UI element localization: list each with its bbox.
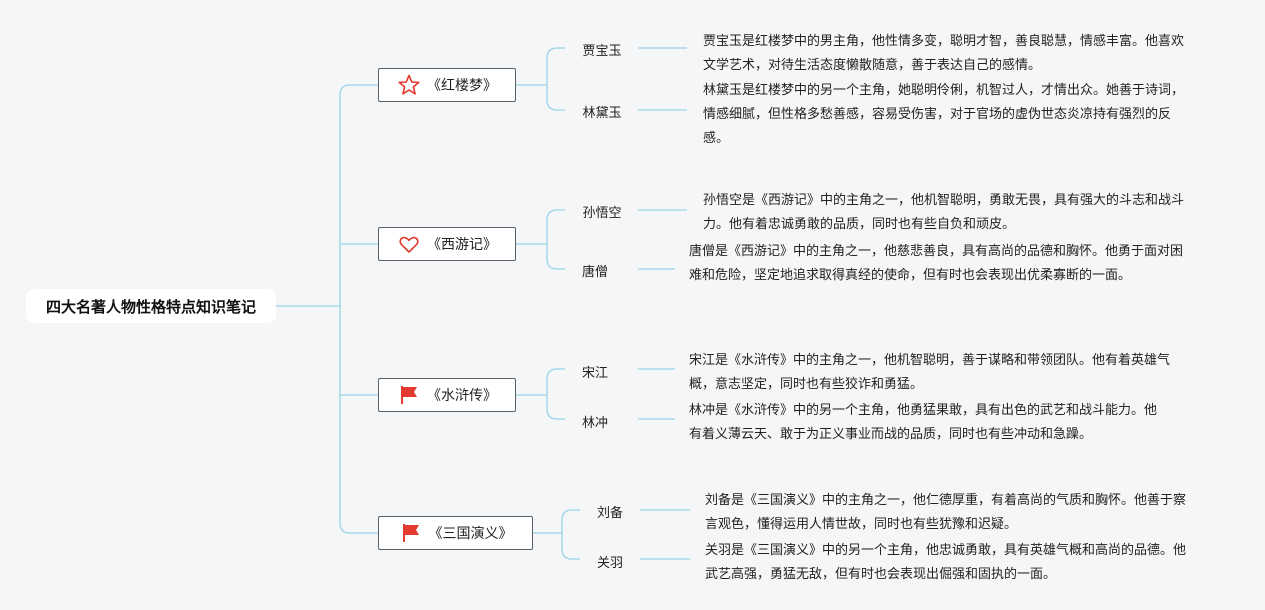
character-description: 刘备是《三国演义》中的主角之一，他仁德厚重，有着高尚的气质和胸怀。他善于察言观色… xyxy=(705,493,1187,532)
character-node[interactable]: 刘备 xyxy=(596,506,623,521)
red-flag-icon xyxy=(399,521,423,545)
heart-icon xyxy=(397,232,421,256)
character-node[interactable]: 宋江 xyxy=(581,366,608,381)
book-title: 《红楼梦》 xyxy=(427,78,497,94)
character-description: 关羽是《三国演义》中的另一个主角，他忠诚勇敢，具有英雄气概和高尚的品德。他武艺高… xyxy=(705,543,1187,582)
character-description: 林冲是《水浒传》中的另一个主角，他勇猛果敢，具有出色的武艺和战斗能力。他有着义薄… xyxy=(689,403,1158,442)
character-description: 林黛玉是红楼梦中的另一个主角，她聪明伶俐，机智过人，才情出众。她善于诗词，情感细… xyxy=(703,83,1185,146)
book-title: 《水浒传》 xyxy=(427,388,497,404)
character-node[interactable]: 关羽 xyxy=(596,556,623,571)
character-description: 孙悟空是《西游记》中的主角之一，他机智聪明，勇敢无畏，具有强大的斗志和战斗力。他… xyxy=(703,193,1185,232)
star-icon xyxy=(397,73,421,97)
red-flag-icon xyxy=(397,383,421,407)
character-description: 唐僧是《西游记》中的主角之一，他慈悲善良，具有高尚的品德和胸怀。他勇于面对困难和… xyxy=(689,244,1184,283)
root-topic[interactable]: 四大名著人物性格特点知识笔记 xyxy=(26,289,276,323)
character-node[interactable]: 唐僧 xyxy=(581,265,608,280)
character-description: 宋江是《水浒传》中的主角之一，他机智聪明，善于谋略和带领团队。他有着英雄气概，意… xyxy=(689,353,1171,392)
book-node-sanguoyanyi[interactable]: 《三国演义》 xyxy=(378,516,533,550)
character-node[interactable]: 孙悟空 xyxy=(582,206,622,221)
book-title: 《三国演义》 xyxy=(428,526,513,542)
character-description: 贾宝玉是红楼梦中的男主角，他性情多变，聪明才智，善良聪慧，情感丰富。他喜欢文学艺… xyxy=(703,34,1185,73)
book-node-shuihuzhuan[interactable]: 《水浒传》 xyxy=(378,378,516,412)
character-node[interactable]: 贾宝玉 xyxy=(582,44,622,59)
book-node-hongloumeng[interactable]: 《红楼梦》 xyxy=(378,68,516,102)
character-node[interactable]: 林黛玉 xyxy=(582,106,622,121)
book-node-xiyouji[interactable]: 《西游记》 xyxy=(378,227,516,261)
character-node[interactable]: 林冲 xyxy=(581,416,608,431)
book-title: 《西游记》 xyxy=(427,237,497,253)
